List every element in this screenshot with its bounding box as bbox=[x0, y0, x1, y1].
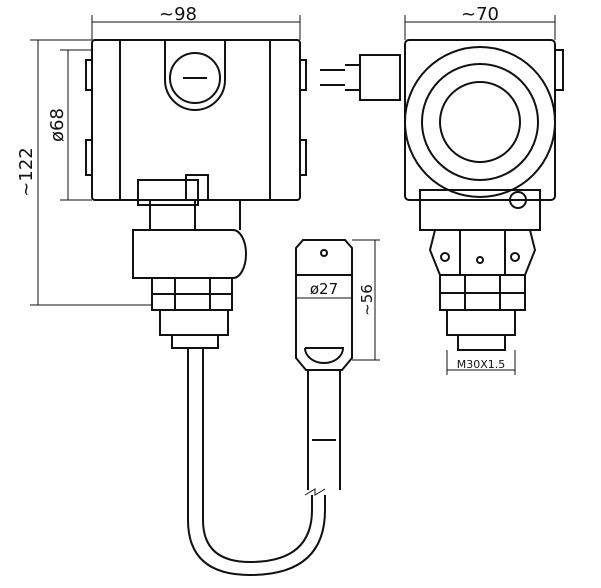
dim-thread: M30X1.5 bbox=[457, 358, 506, 371]
side-view bbox=[320, 39, 564, 351]
dim-width-front: ~98 bbox=[159, 4, 197, 25]
dim-width-side: ~70 bbox=[461, 4, 499, 25]
dim-height-total: ~122 bbox=[16, 147, 37, 196]
dim-diameter-housing: ø68 bbox=[47, 108, 68, 142]
dim-length-probe: ~56 bbox=[358, 284, 376, 316]
cap-screw bbox=[169, 52, 221, 104]
front-view bbox=[85, 39, 326, 577]
dim-diameter-probe: ø27 bbox=[310, 280, 338, 298]
dimension-lines bbox=[30, 15, 556, 375]
probe bbox=[295, 239, 353, 490]
